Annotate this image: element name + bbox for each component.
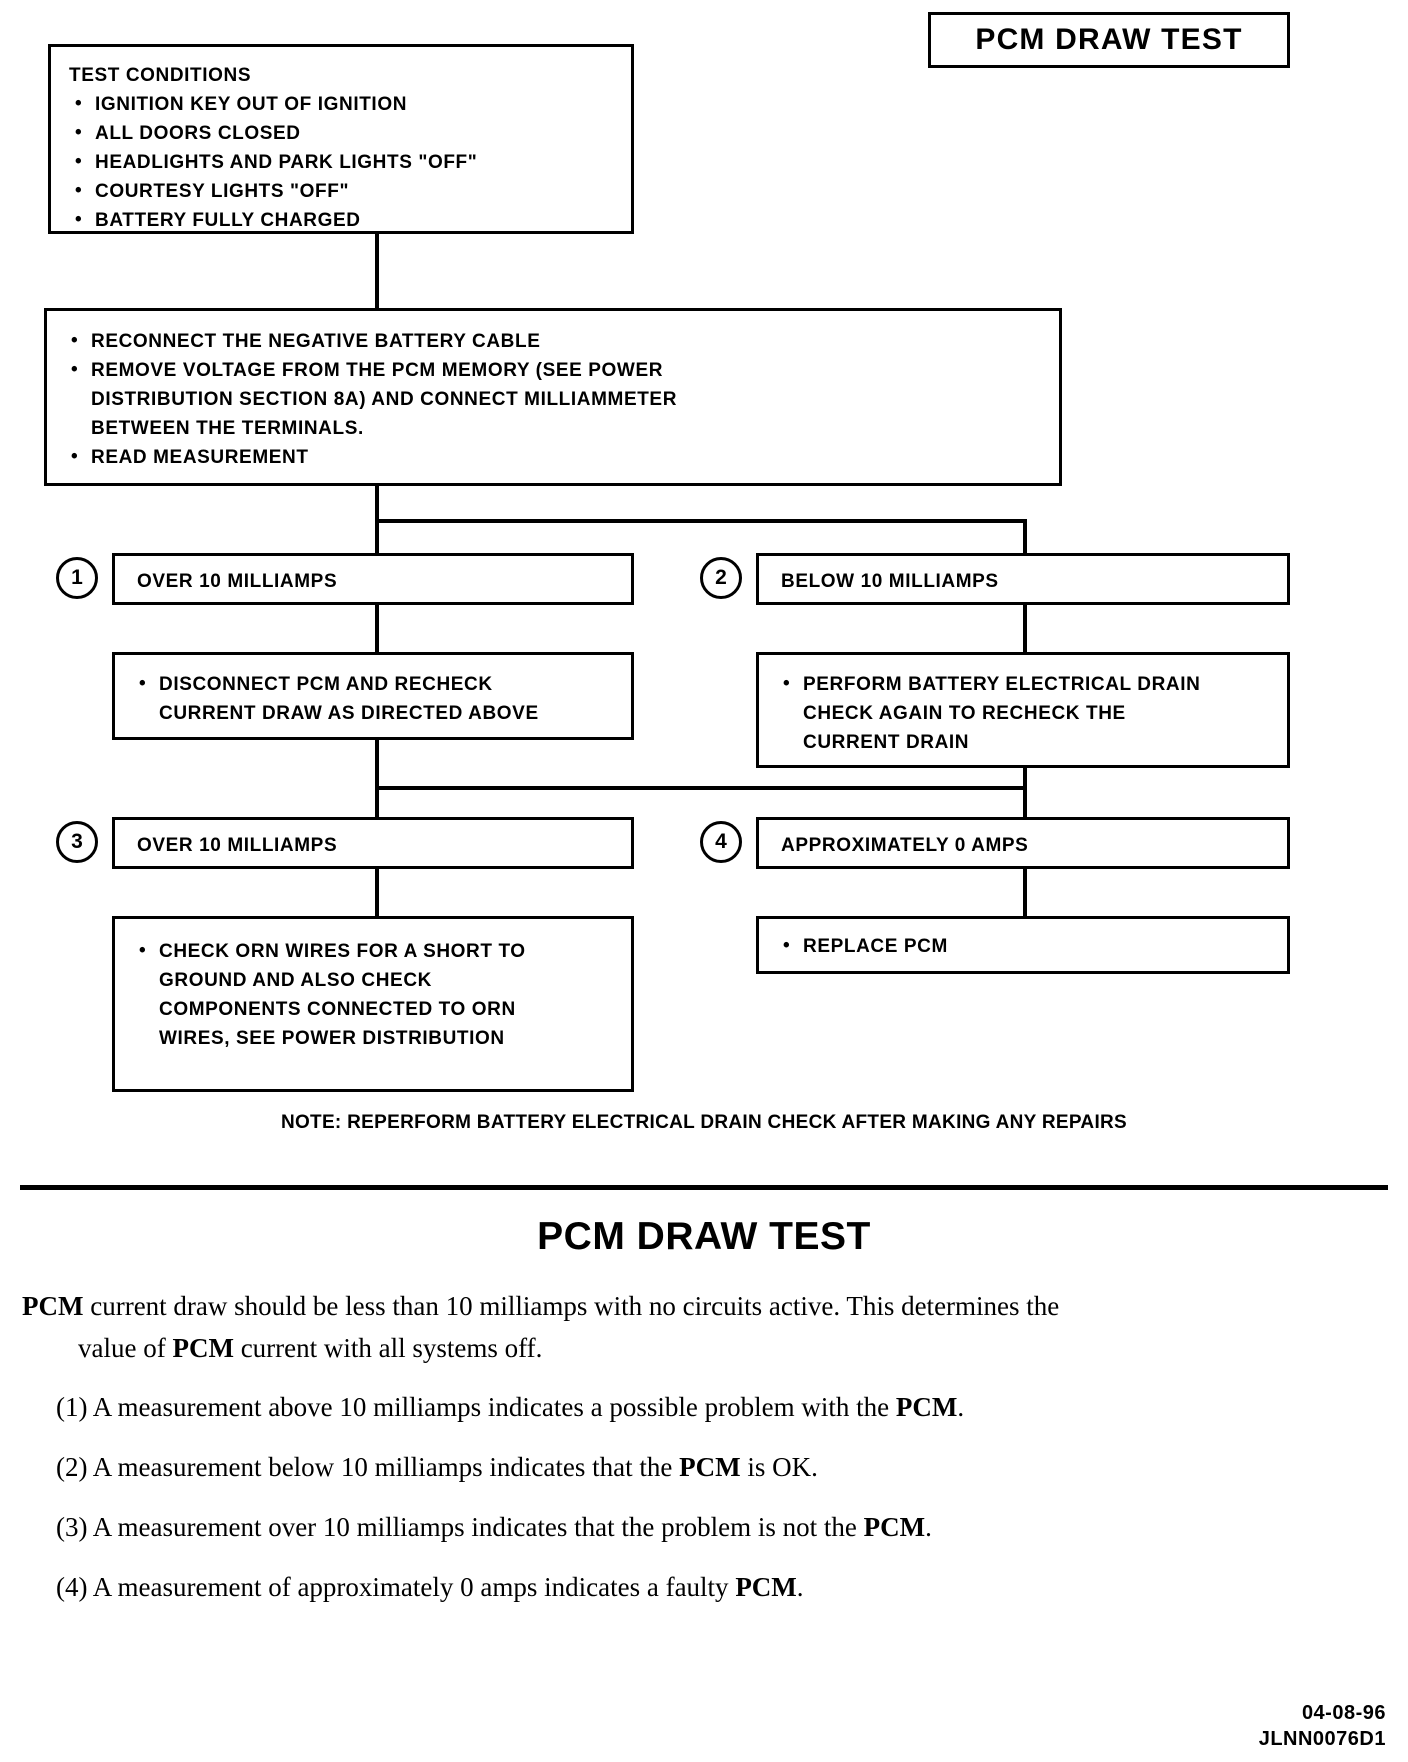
test-condition-item: COURTESY LIGHTS "OFF" bbox=[69, 176, 631, 206]
article-list-item: (4) A measurement of approximately 0 amp… bbox=[56, 1563, 1386, 1611]
connector-branch4-to-action bbox=[1023, 869, 1027, 916]
test-conditions-heading: TEST CONDITIONS bbox=[69, 65, 252, 86]
branch-1-result-box: OVER 10 MILLIAMPS bbox=[112, 553, 634, 605]
list-item-text-end: . bbox=[957, 1392, 965, 1422]
list-item-bold: PCM bbox=[895, 1392, 958, 1422]
branch-3-action-box: CHECK ORN WIRES FOR A SHORT TO GROUND AN… bbox=[112, 916, 634, 1092]
branch-4-result-box: APPROXIMATELY 0 AMPS bbox=[756, 817, 1290, 869]
article-intro-text: current with all systems off. bbox=[233, 1333, 543, 1363]
list-item-text: A measurement over 10 milliamps indicate… bbox=[92, 1512, 864, 1542]
connector-branch1-to-action bbox=[375, 605, 379, 652]
list-item-text: A measurement below 10 milliamps indicat… bbox=[92, 1452, 680, 1482]
page-footer: 04-08-96 JLNN0076D1 bbox=[1259, 1700, 1386, 1752]
branch-2-action-line: CHECK AGAIN TO RECHECK THE bbox=[803, 703, 1126, 724]
connector-row1-stem bbox=[375, 740, 379, 820]
branch-4-result-label: APPROXIMATELY 0 AMPS bbox=[781, 835, 1029, 856]
list-item-number: (1) bbox=[56, 1392, 88, 1422]
branch-2-result-box: BELOW 10 MILLIAMPS bbox=[756, 553, 1290, 605]
article-intro-text: value of bbox=[78, 1333, 173, 1363]
step-number-4: 4 bbox=[700, 821, 742, 863]
branch-4-action-line: REPLACE PCM bbox=[777, 931, 1287, 961]
connector-split-bus-top bbox=[375, 519, 1027, 523]
test-conditions-box: TEST CONDITIONS IGNITION KEY OUT OF IGNI… bbox=[48, 44, 634, 234]
list-item-number: (2) bbox=[56, 1452, 88, 1482]
test-condition-item: IGNITION KEY OUT OF IGNITION bbox=[69, 89, 631, 119]
footer-doc-id: JLNN0076D1 bbox=[1258, 1728, 1386, 1750]
footer-date: 04-08-96 bbox=[1301, 1702, 1386, 1724]
list-item-text-end: is OK. bbox=[740, 1452, 818, 1482]
procedure-item-continuation: BETWEEN THE TERMINALS. bbox=[91, 418, 364, 439]
connector-branch4-stem bbox=[1023, 768, 1027, 820]
list-item-bold: PCM bbox=[735, 1572, 797, 1602]
list-item-text-end: . bbox=[925, 1512, 932, 1542]
connector-conditions-to-procedure bbox=[375, 234, 379, 308]
procedure-item: READ MEASUREMENT bbox=[65, 442, 1059, 472]
article-heading: PCM DRAW TEST bbox=[537, 1215, 871, 1258]
procedure-item-continuation: DISTRIBUTION SECTION 8A) AND CONNECT MIL… bbox=[91, 389, 678, 410]
step-number-1: 1 bbox=[56, 557, 98, 599]
list-item-text: A measurement of approximately 0 amps in… bbox=[92, 1572, 736, 1602]
procedure-item: REMOVE VOLTAGE FROM THE PCM MEMORY (SEE … bbox=[65, 355, 1059, 385]
list-item-text-end: . bbox=[796, 1572, 804, 1602]
branch-1-result-label: OVER 10 MILLIAMPS bbox=[137, 571, 338, 592]
connector-branch2-stem bbox=[1023, 519, 1027, 556]
branch-2-action-line: CURRENT DRAIN bbox=[803, 732, 970, 753]
article-intro-paragraph: PCM current draw should be less than 10 … bbox=[22, 1285, 1386, 1369]
branch-4-action-box: REPLACE PCM bbox=[756, 916, 1290, 974]
article-intro-bold: PCM bbox=[22, 1291, 84, 1321]
test-condition-item: HEADLIGHTS AND PARK LIGHTS "OFF" bbox=[69, 147, 631, 177]
step-number-3: 3 bbox=[56, 821, 98, 863]
connector-split-bus-bottom bbox=[375, 786, 1027, 790]
branch-2-result-label: BELOW 10 MILLIAMPS bbox=[781, 571, 999, 592]
list-item-bold: PCM bbox=[863, 1512, 926, 1542]
article-intro-text: current draw should be less than 10 mill… bbox=[83, 1291, 1060, 1321]
article-intro-second-line: value of PCM current with all systems of… bbox=[22, 1327, 1386, 1369]
branch-2-action-line: PERFORM BATTERY ELECTRICAL DRAIN bbox=[777, 669, 1287, 699]
list-item-bold: PCM bbox=[679, 1452, 741, 1482]
step-number-2: 2 bbox=[700, 557, 742, 599]
page-title-box: PCM DRAW TEST bbox=[928, 12, 1290, 68]
connector-branch2-to-action bbox=[1023, 605, 1027, 652]
article-list-item: (3) A measurement over 10 milliamps indi… bbox=[56, 1503, 1386, 1551]
branch-3-result-box: OVER 10 MILLIAMPS bbox=[112, 817, 634, 869]
list-item-number: (3) bbox=[56, 1512, 88, 1542]
list-item-number: (4) bbox=[56, 1572, 88, 1602]
page-title: PCM DRAW TEST bbox=[975, 23, 1243, 56]
branch-1-action-line: CURRENT DRAW AS DIRECTED ABOVE bbox=[159, 703, 539, 724]
procedure-box: RECONNECT THE NEGATIVE BATTERY CABLE REM… bbox=[44, 308, 1062, 486]
test-condition-item: ALL DOORS CLOSED bbox=[69, 118, 631, 148]
article-list-item: (2) A measurement below 10 milliamps ind… bbox=[56, 1443, 1386, 1491]
branch-1-action-line: DISCONNECT PCM AND RECHECK bbox=[133, 669, 631, 699]
branch-3-action-line: COMPONENTS CONNECTED TO ORN bbox=[159, 999, 516, 1020]
article-intro-bold: PCM bbox=[172, 1333, 234, 1363]
test-condition-item: BATTERY FULLY CHARGED bbox=[69, 205, 631, 235]
branch-3-action-line: CHECK ORN WIRES FOR A SHORT TO bbox=[133, 936, 631, 966]
article-list-item: (1) A measurement above 10 milliamps ind… bbox=[56, 1383, 1386, 1431]
list-item-text: A measurement above 10 milliamps indicat… bbox=[92, 1392, 896, 1422]
branch-3-action-line: GROUND AND ALSO CHECK bbox=[159, 970, 432, 991]
section-divider bbox=[20, 1185, 1388, 1190]
article-section: PCM DRAW TEST PCM current draw should be… bbox=[0, 1215, 1408, 1623]
branch-3-action-line: WIRES, SEE POWER DISTRIBUTION bbox=[159, 1028, 505, 1049]
branch-1-action-box: DISCONNECT PCM AND RECHECK CURRENT DRAW … bbox=[112, 652, 634, 740]
branch-2-action-box: PERFORM BATTERY ELECTRICAL DRAIN CHECK A… bbox=[756, 652, 1290, 768]
procedure-item: RECONNECT THE NEGATIVE BATTERY CABLE bbox=[65, 326, 1059, 356]
connector-branch3-to-action bbox=[375, 869, 379, 916]
branch-3-result-label: OVER 10 MILLIAMPS bbox=[137, 835, 338, 856]
flowchart-note: NOTE: REPERFORM BATTERY ELECTRICAL DRAIN… bbox=[280, 1112, 1128, 1133]
